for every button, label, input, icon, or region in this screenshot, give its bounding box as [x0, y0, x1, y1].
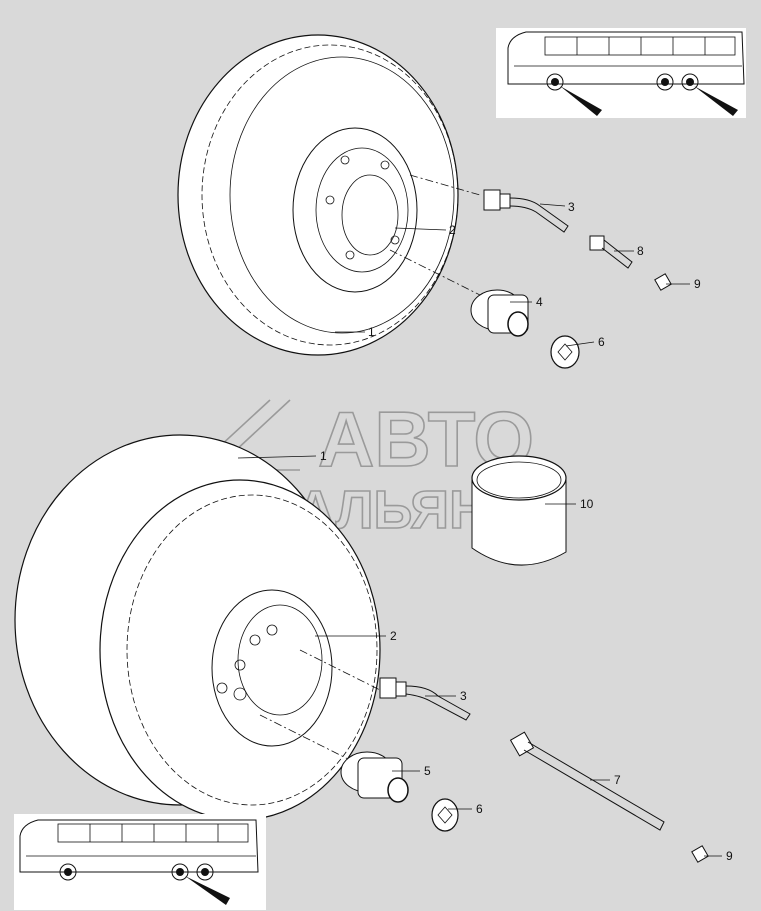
top-cap	[550, 335, 580, 369]
leader-lines	[237, 203, 722, 857]
callouts: 3 2 8 9 4 6 1 1 10 2 3 7 5 6 9	[320, 200, 733, 863]
bottom-rim	[211, 589, 333, 747]
callout-tube: 10	[580, 497, 594, 511]
top-valve	[483, 189, 569, 233]
callout-top-extension: 8	[637, 244, 644, 258]
bus-icon-top	[496, 28, 746, 118]
bottom-extension	[509, 731, 665, 831]
callout-top-rim: 2	[449, 223, 456, 237]
top-rim	[292, 127, 418, 293]
callout-top-valve-cap: 9	[694, 277, 701, 291]
bottom-wheel-assembly	[14, 434, 381, 821]
top-valve-cap	[654, 273, 672, 291]
top-wheel-assembly	[177, 34, 481, 356]
callout-top-nut: 4	[536, 295, 543, 309]
bus-icon-bottom	[14, 814, 266, 910]
callout-bottom-wheel: 1	[320, 449, 327, 463]
tube-part	[471, 455, 567, 566]
callout-top-valve: 3	[568, 200, 575, 214]
callout-bottom-cap: 6	[476, 802, 483, 816]
callout-bottom-rim: 2	[390, 629, 397, 643]
bottom-nut	[340, 751, 409, 803]
top-extension	[589, 235, 633, 269]
callout-bottom-valve: 3	[460, 689, 467, 703]
callout-bottom-nut: 5	[424, 764, 431, 778]
callout-bottom-valve-cap: 9	[726, 849, 733, 863]
callout-bottom-extension: 7	[614, 773, 621, 787]
bottom-cap	[431, 798, 459, 832]
callout-top-cap: 6	[598, 335, 605, 349]
bottom-valve	[379, 677, 471, 721]
bottom-valve-cap	[691, 845, 709, 863]
callout-top-wheel: 1	[368, 325, 375, 339]
top-nut	[470, 289, 529, 337]
